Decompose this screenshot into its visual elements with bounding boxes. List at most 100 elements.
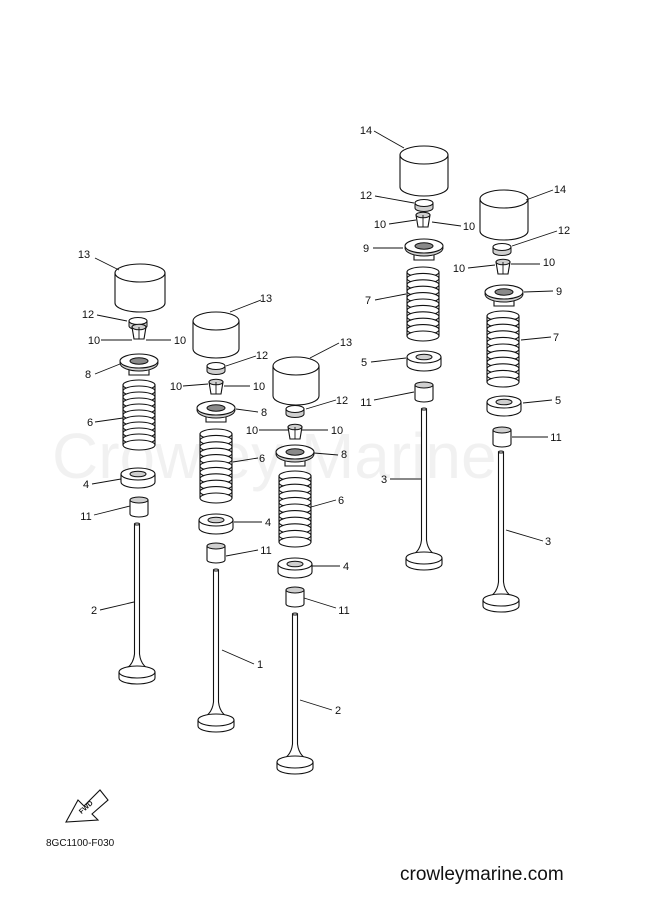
seat-hole [415,353,433,361]
shim-top [128,316,148,326]
callout-p13: 13 [340,337,352,349]
guide-top [206,542,226,550]
valve-stem [276,613,314,763]
callout-leader [182,383,209,387]
assemblies-layer [114,145,529,775]
callout-p9: 9 [556,286,562,298]
callout-leader [313,452,339,456]
callout-leader [94,417,124,423]
callout-leader [520,336,552,341]
callout-leader [225,549,259,557]
callout-p10: 10 [331,425,343,437]
guide-body [414,384,434,403]
callout-p10: 10 [246,425,258,437]
lifter-body [479,198,529,241]
callout-p7: 7 [365,295,371,307]
callout-leader [505,529,544,542]
callout-p14: 14 [360,125,372,137]
callout-p2: 2 [91,605,97,617]
callout-p11: 11 [360,397,371,409]
callout-p8: 8 [341,449,347,461]
valve-tip [497,450,505,454]
callout-p11: 11 [550,432,561,444]
callout-leader [370,357,407,363]
valve-tip [291,612,299,616]
shim-top [206,361,226,371]
callout-p10: 10 [88,335,100,347]
callout-leader [94,363,121,375]
retainer-hole [129,357,149,365]
callout-leader [305,399,337,410]
shim-top [492,242,512,252]
callout-p4: 4 [265,517,271,529]
callout-leader [229,299,262,313]
callout-p3: 3 [545,536,551,548]
valve-assembly-3 [272,356,320,775]
callout-p10: 10 [253,381,265,393]
callout-leader [91,478,122,485]
seat-hole [129,470,147,478]
guide-body [129,499,149,518]
callout-leader [431,221,462,227]
callout-leader [388,219,417,225]
callout-p8: 8 [85,369,91,381]
callout-leader [303,597,337,609]
callout-p6: 6 [259,453,265,465]
callout-leader [467,264,496,269]
watermark: Crowley Marine [52,420,497,492]
valve-head [482,593,520,607]
callout-p5: 5 [361,357,367,369]
valve-head [405,551,443,565]
valve-tip [420,407,428,411]
guide-body [285,589,305,608]
callout-leader [373,391,415,401]
callout-p1: 1 [257,659,263,671]
callout-leader [522,399,553,404]
valve-assembly-1 [114,263,166,685]
valve-assembly-5 [479,189,529,613]
callout-leader [232,457,259,463]
callout-p3: 3 [381,474,387,486]
retainer-hole [494,288,514,296]
callout-p12: 12 [360,190,372,202]
shim-top [285,404,305,414]
valve-assembly-2 [192,311,240,733]
callout-p6: 6 [338,495,344,507]
callout-p6: 6 [87,417,93,429]
callout-p9: 9 [363,243,369,255]
guide-top [285,586,305,594]
callout-p4: 4 [343,561,349,573]
callout-p7: 7 [553,332,559,344]
valve-head [197,713,235,727]
callout-p11: 11 [80,511,91,523]
spring-coil [406,330,440,342]
callout-p4: 4 [83,479,89,491]
valve-assembly-4 [399,145,449,571]
callout-leader [374,293,407,301]
callout-leader [96,314,128,322]
valve-stem [118,523,156,673]
seat-hole [207,516,225,524]
callout-p10: 10 [543,257,555,269]
site-url: crowleymarine.com [400,864,564,885]
valve-head [118,665,156,679]
callout-p12: 12 [336,395,348,407]
lifter-body [192,320,240,359]
lifter-top [272,356,320,376]
spring-coil [122,439,156,451]
callout-leader [374,195,415,204]
guide-top [414,381,434,389]
callout-p2: 2 [335,705,341,717]
callout-leader [225,355,257,367]
spring-coil [486,376,520,388]
callout-leader [309,342,340,359]
lifter-body [114,272,166,313]
callout-p13: 13 [78,249,90,261]
callout-p10: 10 [174,335,186,347]
callout-p10: 10 [170,381,182,393]
callout-leader [511,230,558,247]
valve-tip [133,522,141,526]
guide-body [206,545,226,564]
